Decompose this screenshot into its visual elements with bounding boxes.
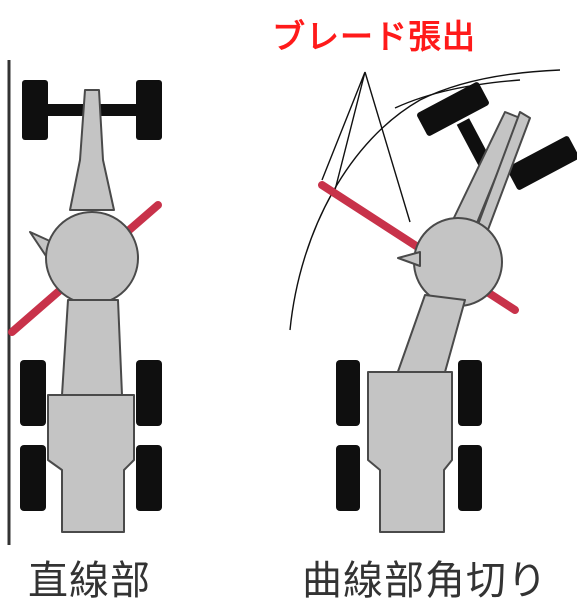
pointer-lines <box>321 71 411 223</box>
rear-wheels-right <box>336 360 482 511</box>
caption-corner-cut: 曲線部角切り <box>302 558 548 604</box>
machine-corner <box>289 69 577 533</box>
curve-inner <box>394 79 521 109</box>
machine-body-left <box>45 211 139 305</box>
title-blade-extension: ブレード張出 <box>272 17 476 56</box>
machine-straight <box>8 80 162 533</box>
rear-wheels-left <box>20 360 162 511</box>
caption-straight-section: 直線部 <box>28 558 151 604</box>
curve-outer <box>289 69 561 331</box>
machine-body-right <box>413 217 503 307</box>
